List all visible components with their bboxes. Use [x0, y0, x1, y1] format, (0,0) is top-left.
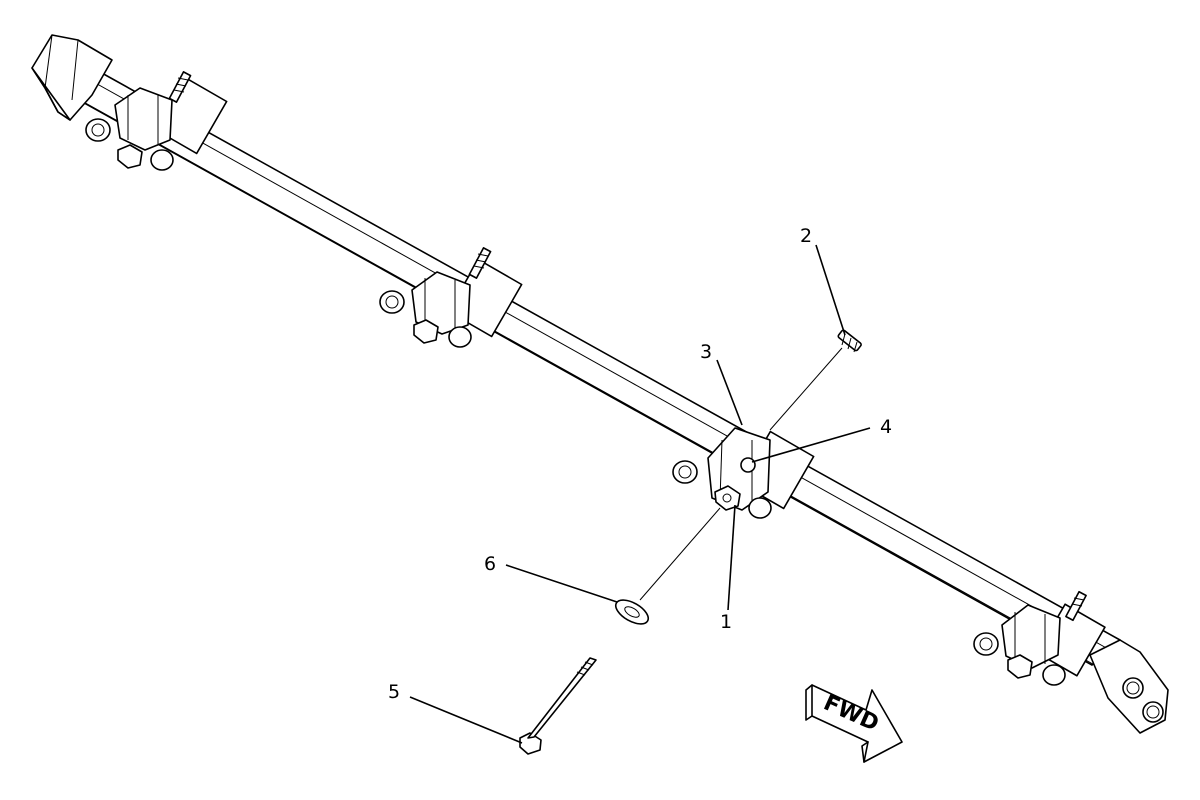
right-end-fitting: [1089, 639, 1169, 734]
callout-4: 4: [880, 416, 892, 438]
part-6-washer: [614, 599, 650, 625]
callout-labels: 1 2 3 4 5 6: [388, 225, 892, 703]
callout-6: 6: [484, 553, 496, 575]
left-end-fitting: [31, 34, 113, 121]
clamp-assembly-3: [672, 427, 815, 519]
leader-lines: [409, 244, 871, 744]
tube-assembly: [69, 71, 1121, 669]
clamp-assembly-4: [973, 590, 1106, 686]
clamp-assembly-1: [85, 71, 228, 171]
callout-3: 3: [700, 341, 712, 363]
part-5-bolt: [519, 657, 597, 755]
part-2-fitting: [837, 329, 862, 353]
explode-lines: [639, 347, 843, 601]
callout-5: 5: [388, 681, 400, 703]
callout-1: 1: [720, 611, 732, 633]
callout-2: 2: [800, 225, 812, 247]
fwd-direction-arrow: FWD: [805, 684, 903, 763]
clamp-assembly-2: [379, 247, 523, 348]
